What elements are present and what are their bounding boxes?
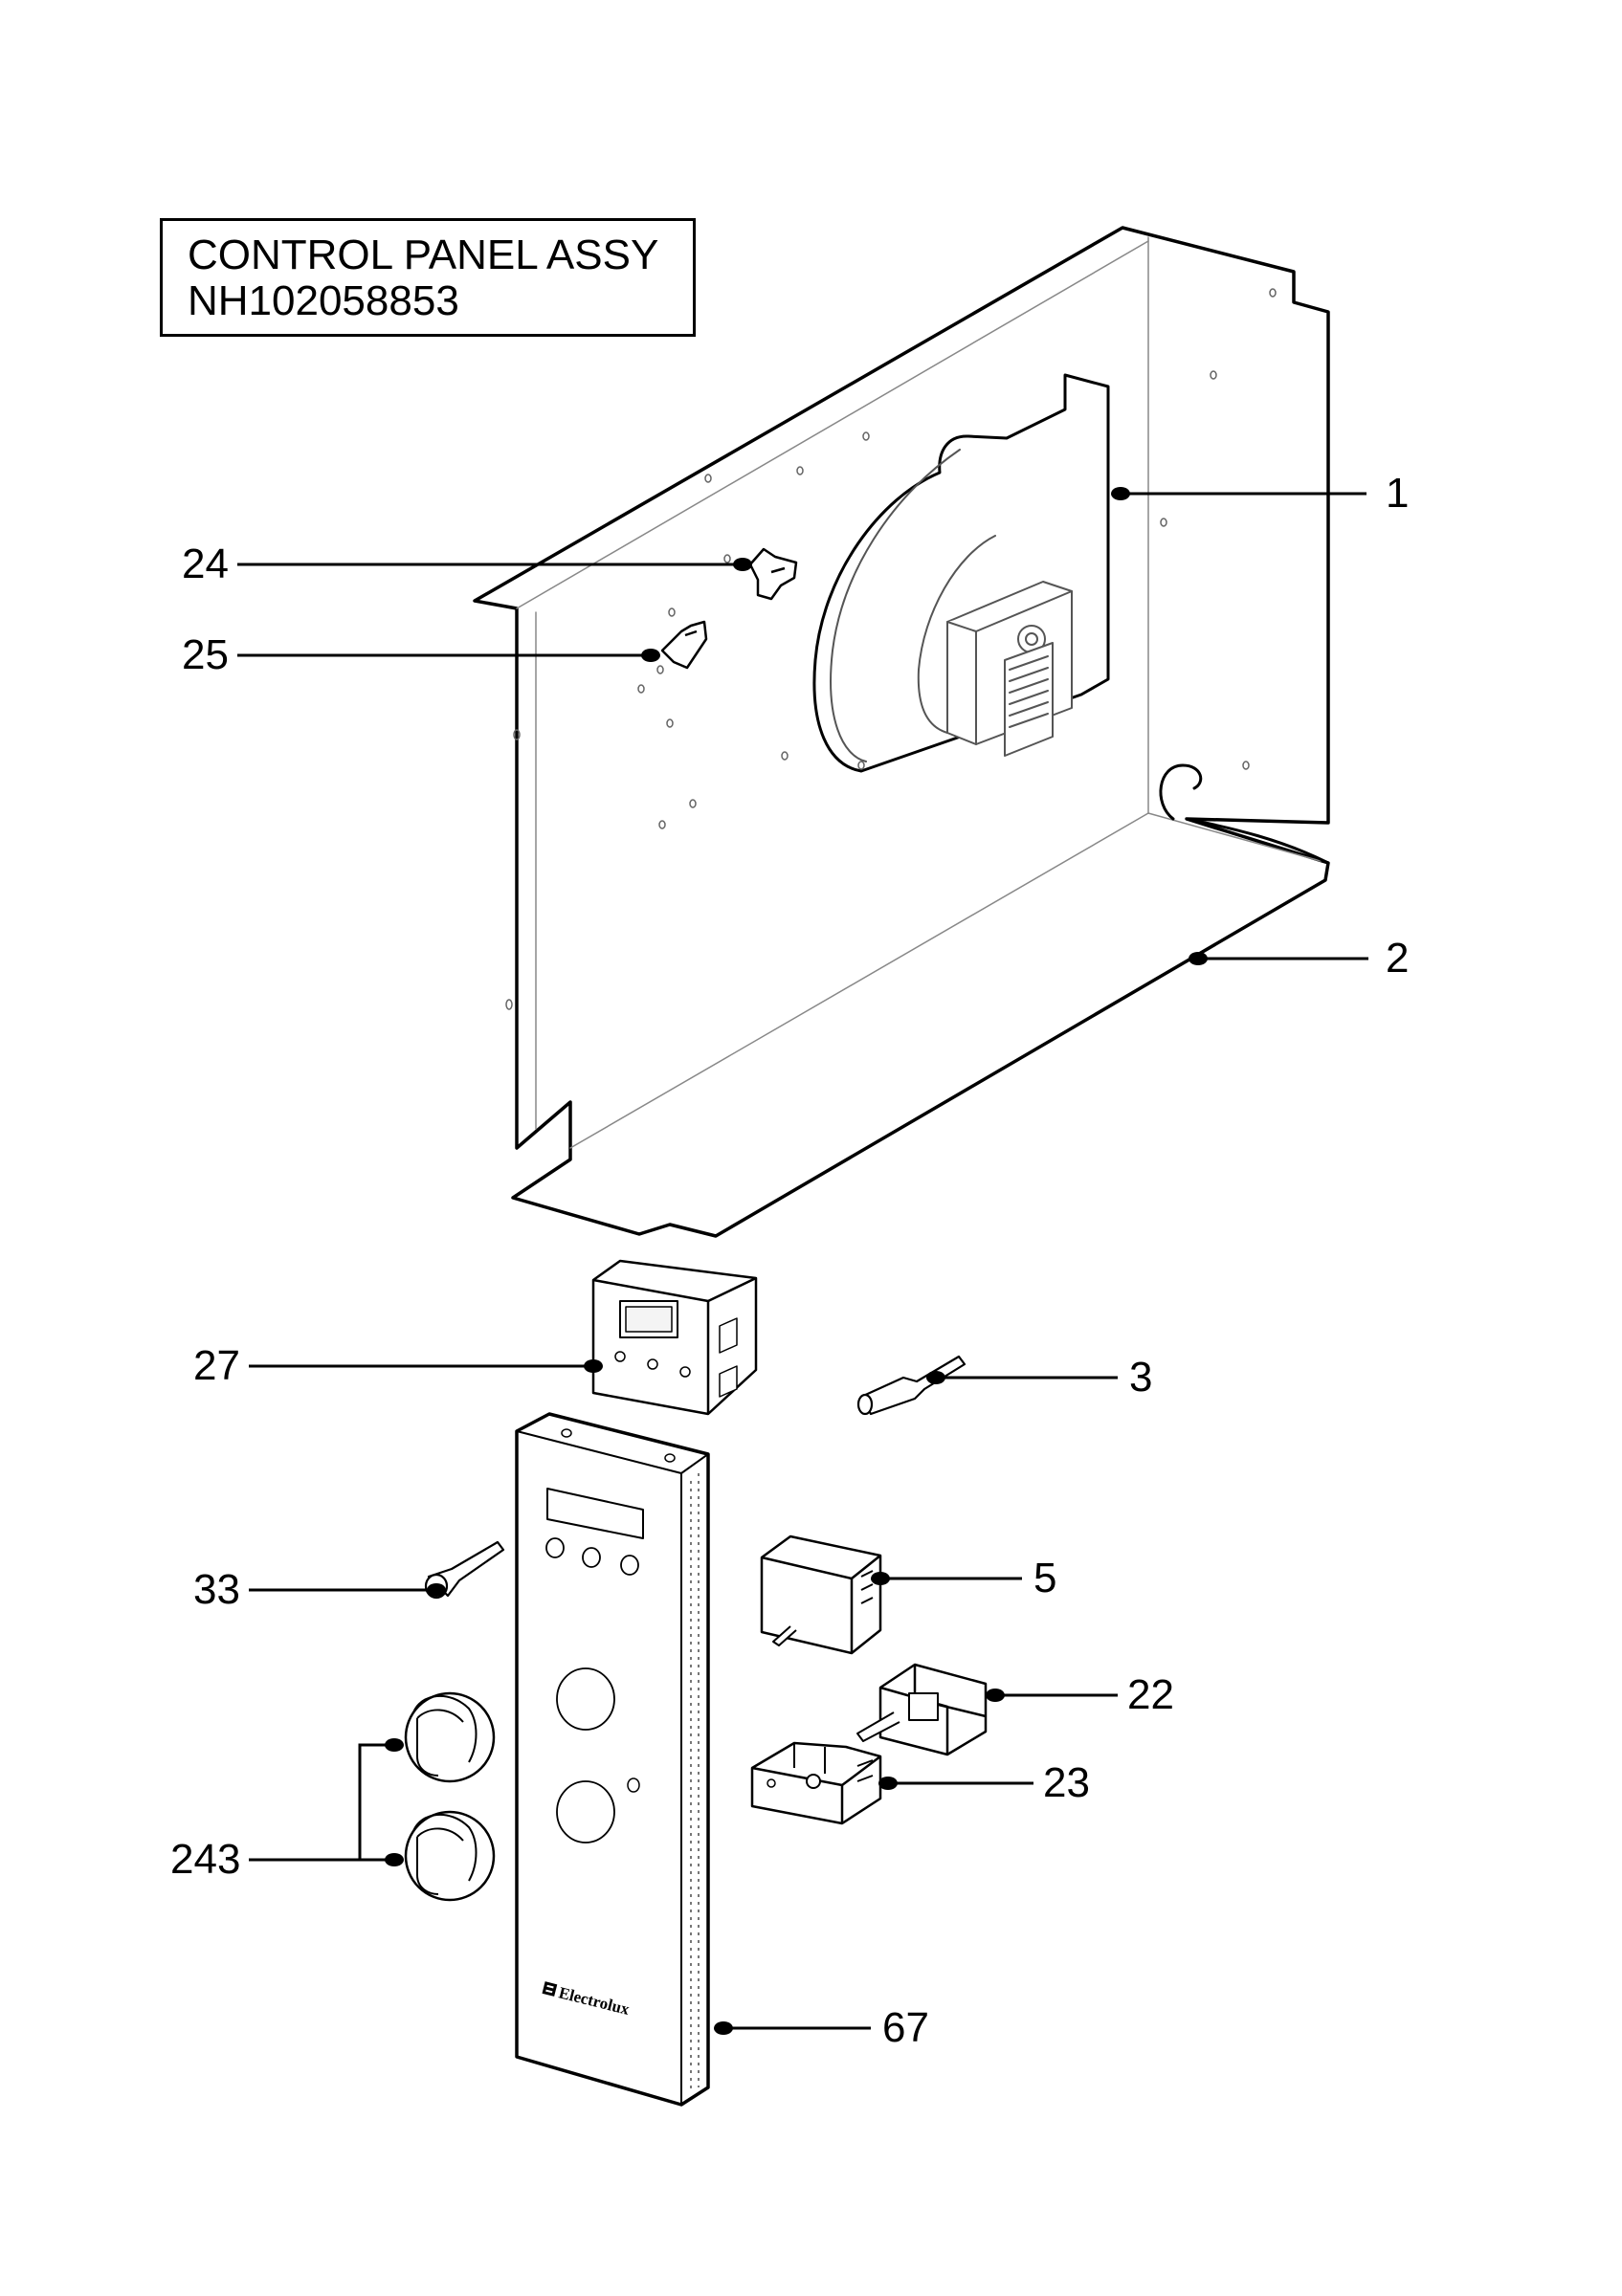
callout-label-22: 22 — [1127, 1671, 1174, 1718]
front-panel-part: Electrolux — [515, 1412, 710, 2107]
assembly-title: CONTROL PANEL ASSY — [188, 232, 659, 278]
clock-timer-part — [591, 1259, 758, 1416]
callout-label-27: 27 — [193, 1342, 240, 1389]
callout-label-2: 2 — [1386, 935, 1410, 982]
leader-dot-1 — [1111, 487, 1130, 500]
leader-dot-25 — [641, 649, 660, 662]
title-box: CONTROL PANEL ASSY NH102058853 — [160, 218, 696, 337]
callout-label-3: 3 — [1129, 1354, 1153, 1401]
callout-label-23: 23 — [1043, 1759, 1090, 1806]
leader-dot-33 — [427, 1583, 446, 1597]
callout-label-5: 5 — [1033, 1555, 1057, 1601]
leader-line-243 — [249, 1743, 394, 1862]
indicator-lamp-part — [856, 1355, 967, 1416]
rear-frame-part — [473, 226, 1330, 1238]
leader-dot-24 — [733, 558, 752, 571]
leader-dot-3 — [926, 1371, 945, 1384]
energy-regulator-part — [760, 1534, 882, 1655]
control-knob-upper — [404, 1691, 496, 1783]
callout-label-25: 25 — [182, 631, 229, 678]
wire-clip-24 — [748, 547, 798, 601]
leader-lines — [237, 492, 1368, 2030]
assembly-part-number: NH102058853 — [188, 277, 459, 324]
control-knob-lower — [404, 1810, 496, 1902]
callout-label-67: 67 — [882, 2004, 929, 2051]
callout-label-24: 24 — [182, 541, 229, 587]
thermostat-part — [856, 1663, 988, 1756]
wire-clip-25 — [660, 620, 708, 670]
selector-switch-part — [750, 1741, 882, 1825]
callout-label-243: 243 — [170, 1836, 241, 1883]
leader-dot-23 — [878, 1777, 898, 1790]
leader-dot-243-lower — [385, 1853, 404, 1866]
callout-label-1: 1 — [1386, 470, 1410, 517]
leader-dot-27 — [584, 1359, 603, 1373]
leader-dot-243-upper — [385, 1738, 404, 1752]
leader-dot-5 — [871, 1572, 890, 1585]
leader-dot-2 — [1189, 952, 1208, 965]
leader-dot-22 — [986, 1689, 1005, 1702]
leader-dots — [385, 487, 1208, 2035]
callout-label-33: 33 — [193, 1566, 240, 1613]
leader-dot-67 — [714, 2021, 733, 2035]
